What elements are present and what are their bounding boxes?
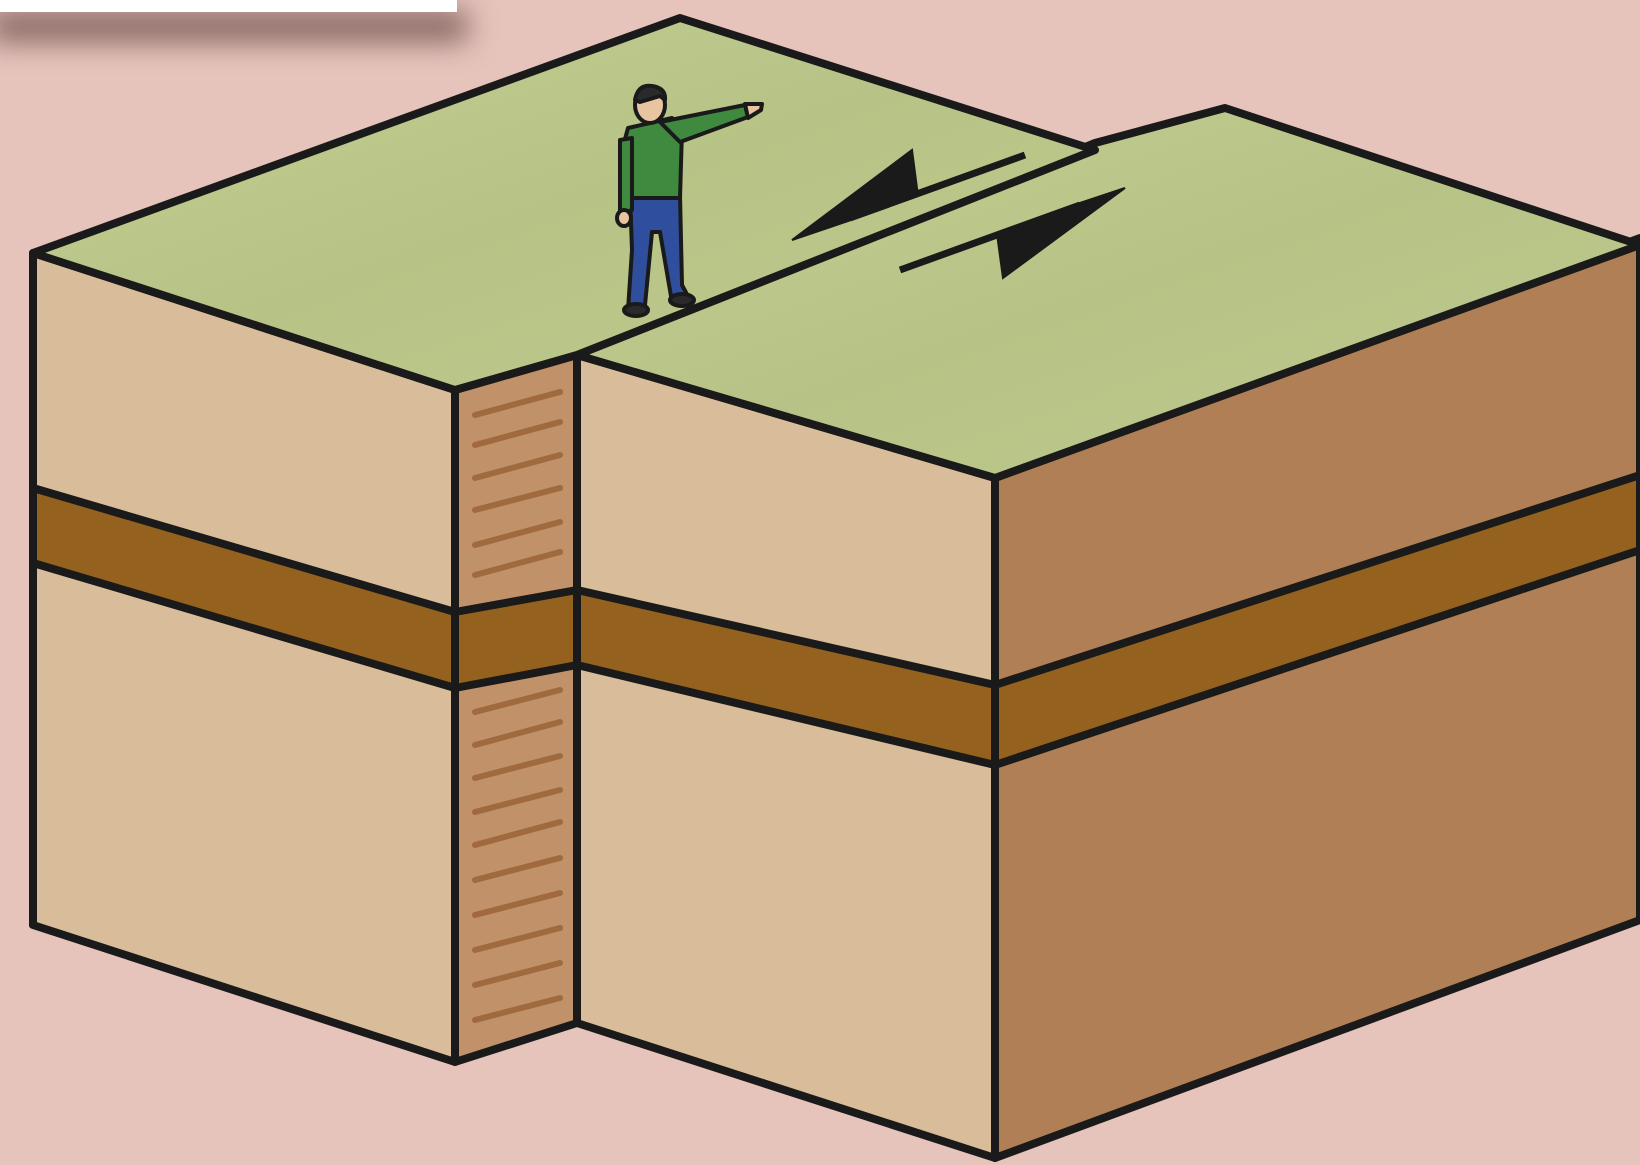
person-hair xyxy=(633,83,668,104)
fault-plane xyxy=(451,351,581,1066)
right-fault-block xyxy=(573,104,1640,1162)
right-block-band-side xyxy=(991,471,1640,769)
person-pointing xyxy=(615,83,764,318)
caption-box xyxy=(0,0,457,12)
left-block-top-surface xyxy=(29,14,1099,394)
fault-plane-striations xyxy=(472,389,563,1023)
motion-arrows-icon xyxy=(791,148,1126,280)
right-block-front-face xyxy=(573,351,999,1162)
left-fault-block xyxy=(29,14,1099,1066)
person-pants xyxy=(626,193,692,312)
fault-plane-band xyxy=(451,586,581,692)
